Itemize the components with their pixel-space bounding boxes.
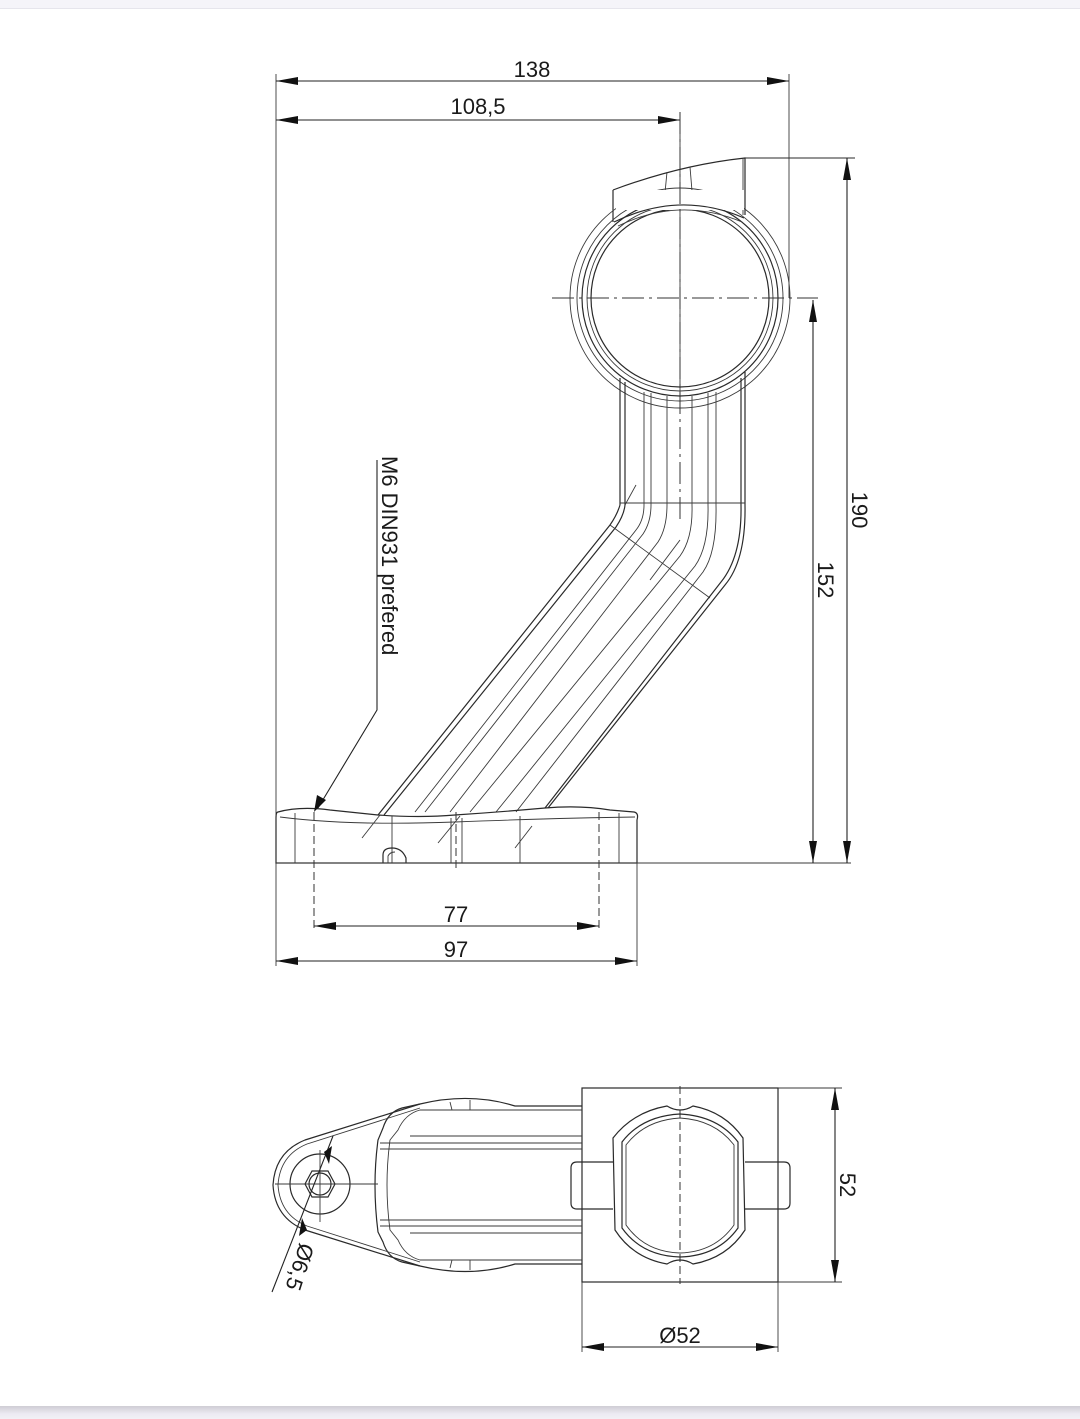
dimension-label-138: 138 [514, 57, 551, 82]
dimension-label-77: 77 [444, 902, 468, 927]
lamp-housing [570, 1086, 791, 1284]
top-view: Ø6,5 52 Ø52 [271, 1086, 860, 1352]
dimension-label-108-5: 108,5 [450, 94, 505, 119]
dimension-97: 97 [276, 937, 637, 965]
dimension-lamp-diameter: Ø52 [581, 1282, 779, 1352]
dimension-138: 138 [276, 57, 789, 85]
dimension-label-52: 52 [835, 1173, 860, 1197]
bottom-frame-band [0, 1406, 1080, 1419]
lamp-head [552, 112, 855, 520]
dimension-label-152: 152 [813, 562, 838, 599]
note-m6-din931: M6 DIN931 prefered [377, 456, 402, 655]
dimension-label-hole-diameter: Ø6,5 [281, 1240, 320, 1293]
mounting-lug [272, 1103, 421, 1267]
dimension-108-5: 108,5 [276, 94, 680, 124]
bracket-neck [619, 372, 746, 505]
dimension-label-190: 190 [847, 492, 872, 529]
side-view: 138 108,5 [275, 57, 872, 966]
top-arm-body [374, 1097, 582, 1273]
top-frame-band [0, 0, 1080, 9]
dimension-77: 77 [314, 902, 599, 930]
dimension-190: 190 [843, 158, 872, 863]
note-leader: M6 DIN931 prefered [314, 456, 402, 812]
dimension-label-97: 97 [444, 937, 468, 962]
dimension-152: 152 [809, 300, 838, 863]
dimension-52-height: 52 [778, 1087, 860, 1283]
base-plate [275, 806, 851, 870]
bracket-arm [377, 484, 746, 816]
dimension-label-lamp-diameter: Ø52 [659, 1323, 701, 1348]
